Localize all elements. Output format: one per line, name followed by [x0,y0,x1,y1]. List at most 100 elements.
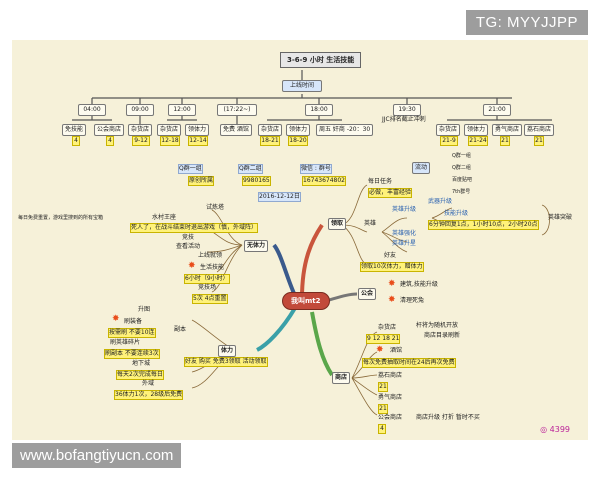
t2100-val-4: 21 [534,136,544,146]
flow-label-3: 百度贴吧 [452,177,473,183]
free-tower: 试炼塔 [206,204,225,211]
t0900-item: 杂货店 [128,124,153,136]
main-item-weapon: 武器升级 [428,198,453,205]
main-item-friend-note: 领取10次体力，赠体力 [360,262,424,272]
branch-main: 领取 [328,218,347,230]
branch-stamina: 体力 [218,345,237,357]
branch-shop: 商店 [332,372,351,384]
guild-item-1: 建筑,技能升级 [400,281,438,288]
free-throne: 水村王座 [152,214,177,221]
t1200-val-2: 12-14 [188,136,208,146]
t2100-item-1: 杂货店 [436,124,461,136]
main-item-friend: 好友 [384,252,397,259]
free-events: 查看活动 [176,243,201,250]
map-title: 3-6-9 小时 生活技能 [280,52,362,68]
main-item-hero-up: 英雄升级 [392,206,417,213]
shop-guild-note: 商店升级 打折 暂时不买 [416,414,480,421]
t1800-val-1: 18-21 [260,136,280,146]
shop-random: 杆将为随机开放 [416,322,459,329]
stamina-upgrade: 升图 [138,306,151,313]
stamina-gear-note: 按需刷 不要10连 [108,328,156,338]
star-icon: ✸ [388,295,396,305]
free-login: 上线就领 [198,252,223,259]
free-arena: 竞技 [182,234,195,241]
online-time-node: 上线时间 [282,80,322,92]
id-value-3: 16743674802 [302,176,346,186]
t1800-item-2: 领体力 [286,124,311,136]
t2100-val-2: 21-24 [468,136,488,146]
shop-guild: 公会商店 [378,414,403,421]
t1930-item: JJC排名截止冲刺 [382,116,426,123]
t0400-item-2: 公会商店 [94,124,125,136]
connector-lines [72,70,552,416]
free-life-skill: 生活技能 [200,264,225,271]
shop-refresh: 商店目录刷新 [424,332,461,339]
t2100-val-1: 21-9 [440,136,458,146]
flow-node: 流动 [412,162,431,174]
main-item-hero: 英雄 [364,220,377,227]
id-value-2: 9980165 [242,176,271,186]
t2100-item-3: 勇气商店 [492,124,523,136]
stamina-outland: 外域 [142,380,155,387]
shop-tavern-note: 每次免费抽取时间在24后再次免费 [362,358,456,368]
time-1722: (17:22~) [217,104,257,116]
t0400-val-1: 4 [72,136,80,146]
watermark-bottom: www.bofangtiyucn.com [12,443,182,468]
t1800-item-1: 杂货店 [258,124,283,136]
time-1930: 19:30 [393,104,421,116]
main-item-skill: 技能升级 [444,210,469,217]
stamina-friend-note: 好友 购买 免费3领取 活动领取 [184,357,268,367]
id-label-3: 微信 : 群号 [300,164,332,174]
t1800-item-3: 周五 奸商 -20：30 [316,124,374,136]
star-icon: ✸ [112,314,120,324]
watermark-top: TG: MYYJJPP [465,10,588,35]
time-1200: 12:00 [168,104,196,116]
star-icon: ✸ [376,345,384,355]
star-icon: ✸ [388,279,396,289]
t1800-val-2: 18-20 [288,136,308,146]
shop-grocery: 杂货店 [378,324,397,331]
free-arena-reset: 5次 4点重置 [192,294,228,304]
t2100-item-2: 领体力 [464,124,489,136]
main-item-hero-break: 英雄突破 [548,214,573,221]
stamina-gear: 刷装备 [124,318,143,325]
stamina-hero-shard: 刷英雄碎片 [110,339,141,346]
id-label-2: Q群二组 [238,164,263,174]
free-throne-note: 死人了，在战斗结束时退出游戏（慎，外域阵） [130,223,259,233]
flow-label-2: Q群二组 [452,165,471,171]
branch-free: 无体力 [244,240,269,252]
stamina-underground: 地下城 [132,360,151,367]
t1722-item: 免费 酒馆 [220,124,252,136]
shop-grocery-times: 9 12 18 21 [366,334,401,344]
stamina-dungeon: 副本 [174,326,187,333]
branch-guild: 公会 [358,288,377,300]
t0400-val-2: 4 [106,136,114,146]
shop-tavern: 酒馆 [390,347,403,354]
stamina-hero-shard-note: 刷副本 不要连续3次 [104,349,160,359]
center-node: 我叫mt2 [282,292,330,310]
time-0400: 04:00 [78,104,106,116]
main-item-daily-note: 必做，丰富经验 [368,188,413,198]
main-item-hero-star: 英雄升星 [392,240,417,247]
t1200-val-1: 12-18 [160,136,180,146]
free-note-left: 每日免费重置，游戏里搜到的所有宝箱 [18,215,104,221]
t1200-item-1: 杂货店 [157,124,182,136]
shop-courage-val: 21 [378,404,388,414]
main-item-skill-note: 6分钟回复1点，1小时10点，2小时20点 [428,220,539,230]
t2100-item-4: 荔石商店 [524,124,555,136]
main-item-daily: 每日任务 [368,178,393,185]
main-item-hero-str: 英雄强化 [392,230,417,237]
t1200-item-2: 领体力 [185,124,210,136]
stamina-underground-note: 每天2次完成每日 [116,370,164,380]
shop-stone-val: 21 [378,382,388,392]
mindmap-canvas: 3-6-9 小时 生活技能 上线时间 04:00 09:00 12:00 (17… [12,40,588,440]
free-arena-2: 竞技场 [198,284,217,291]
flow-label-4: 7th群号 [452,189,471,195]
t0400-item-1: 免技能 [62,124,87,136]
shop-stone: 荔石商店 [378,372,403,379]
time-2100: 21:00 [483,104,511,116]
id-date: 2016-12-12日 [258,192,301,202]
free-life-skill-hours: 6小时（9小时） [184,274,230,284]
shop-guild-val: 4 [378,424,386,434]
stamina-outland-note: 36体力1次，28级后免费 [114,390,184,400]
